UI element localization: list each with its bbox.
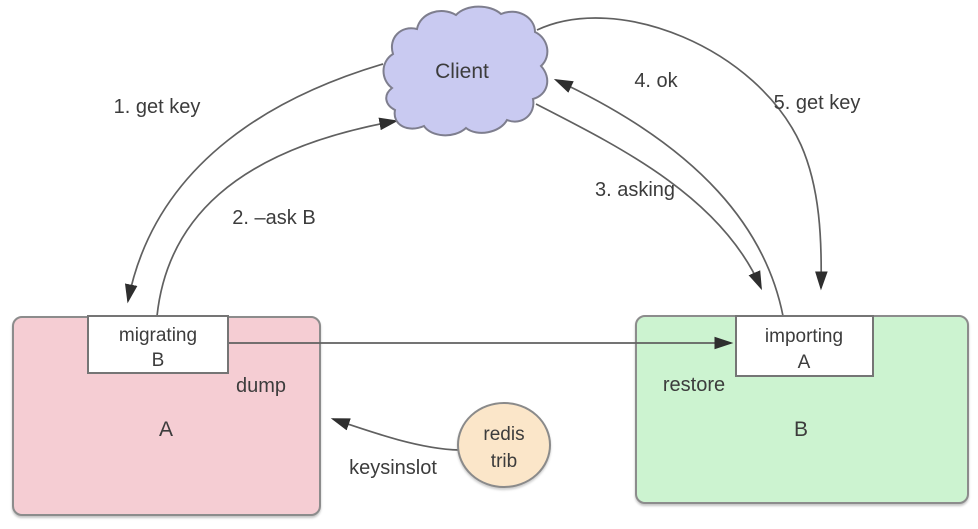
edge-keysinslot <box>330 418 460 451</box>
node-a-label: A <box>159 418 173 441</box>
migrating-flag-line2: B <box>152 350 165 371</box>
redis-trib-line2: trib <box>491 451 517 472</box>
redis-trib-circle <box>457 402 551 488</box>
edge-label-step5: 5. get key <box>774 92 861 114</box>
edge-label-keysinslot: keysinslot <box>349 457 437 479</box>
importing-flag-line1: importing <box>765 326 843 347</box>
edge-step4-ok <box>553 78 784 317</box>
migrating-flag-line1: migrating <box>119 325 197 346</box>
client-cloud <box>382 5 549 137</box>
edge-label-step2: 2. –ask B <box>232 207 315 229</box>
edge-label-step1: 1. get key <box>114 96 201 118</box>
migrating-flag-box <box>87 315 229 374</box>
edge-label-step4: 4. ok <box>634 70 678 92</box>
edge-step1-get-key <box>124 63 384 304</box>
edge-label-step3: 3. asking <box>595 179 675 201</box>
importing-flag-line2: A <box>798 352 811 373</box>
edge-step5-get-key <box>536 17 828 291</box>
importing-flag-box <box>735 315 874 377</box>
client-label: Client <box>435 60 489 83</box>
edge-label-dump: dump <box>236 375 286 397</box>
edge-step3-asking <box>535 103 762 291</box>
edge-step2-ask-b <box>156 117 399 317</box>
node-b-label: B <box>794 418 808 441</box>
edge-label-restore: restore <box>663 374 725 396</box>
redis-trib-line1: redis <box>483 424 524 445</box>
